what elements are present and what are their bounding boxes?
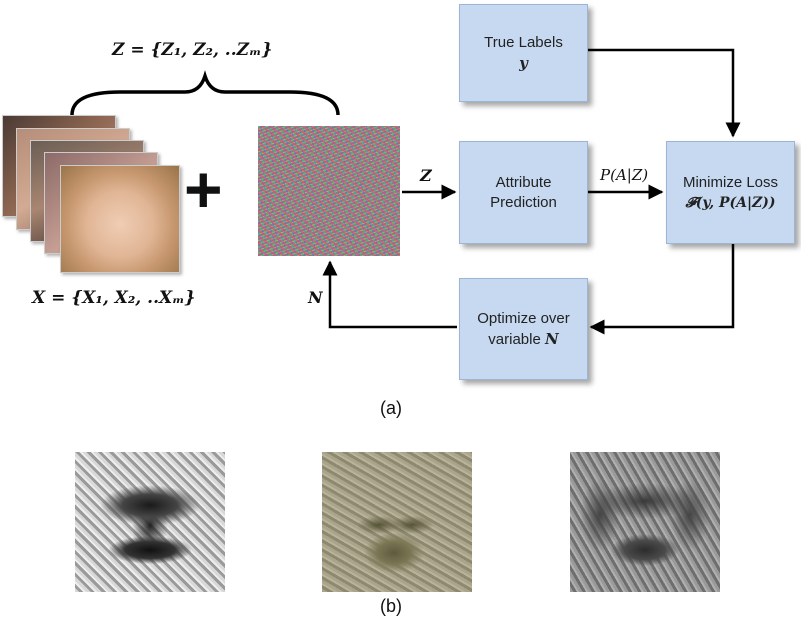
arrow-y — [588, 48, 741, 138]
optimize-line2-var: N — [544, 329, 559, 348]
result-image-3 — [570, 452, 720, 592]
curly-brace — [70, 70, 340, 116]
noise-image — [258, 126, 400, 256]
arrow-loss — [589, 244, 735, 335]
minimize-loss-title: Minimize Loss — [682, 173, 779, 191]
attribute-prediction-line2: Prediction — [490, 193, 557, 211]
optimize-line1: Optimize over — [477, 309, 570, 327]
minimize-loss-formula: 𝓕(y, P(A|Z)) — [685, 194, 776, 211]
optimize-line2-prefix: variable — [488, 330, 545, 348]
minimize-loss-box: Minimize Loss 𝓕(y, P(A|Z)) — [666, 141, 795, 244]
set-x-label: X = {X₁, X₂, ..Xₘ} — [32, 288, 196, 308]
plus-sign: + — [184, 152, 223, 226]
optimize-box: Optimize over variable N — [459, 278, 588, 380]
true-labels-title: True Labels — [484, 34, 563, 51]
optimize-line2: variable N — [488, 329, 558, 350]
true-labels-var: y — [519, 54, 528, 72]
caption-a: (a) — [380, 398, 402, 418]
caption-b: (b) — [380, 596, 402, 616]
flow-arrows — [322, 48, 741, 335]
arrow-label-p: P(A|Z) — [600, 166, 649, 184]
arrow-label-z: Z — [420, 166, 432, 185]
arrow-n — [322, 260, 457, 329]
attribute-prediction-box: Attribute Prediction — [459, 141, 588, 244]
result-image-1 — [75, 452, 225, 592]
result-image-2 — [322, 452, 472, 592]
set-z-label: Z = {Z₁, Z₂, ..Zₘ} — [112, 40, 273, 60]
true-labels-box: True Labels y — [459, 4, 588, 102]
arrow-label-n: N — [308, 288, 323, 307]
attribute-prediction-line1: Attribute — [495, 173, 552, 191]
face-image-5 — [60, 165, 180, 273]
